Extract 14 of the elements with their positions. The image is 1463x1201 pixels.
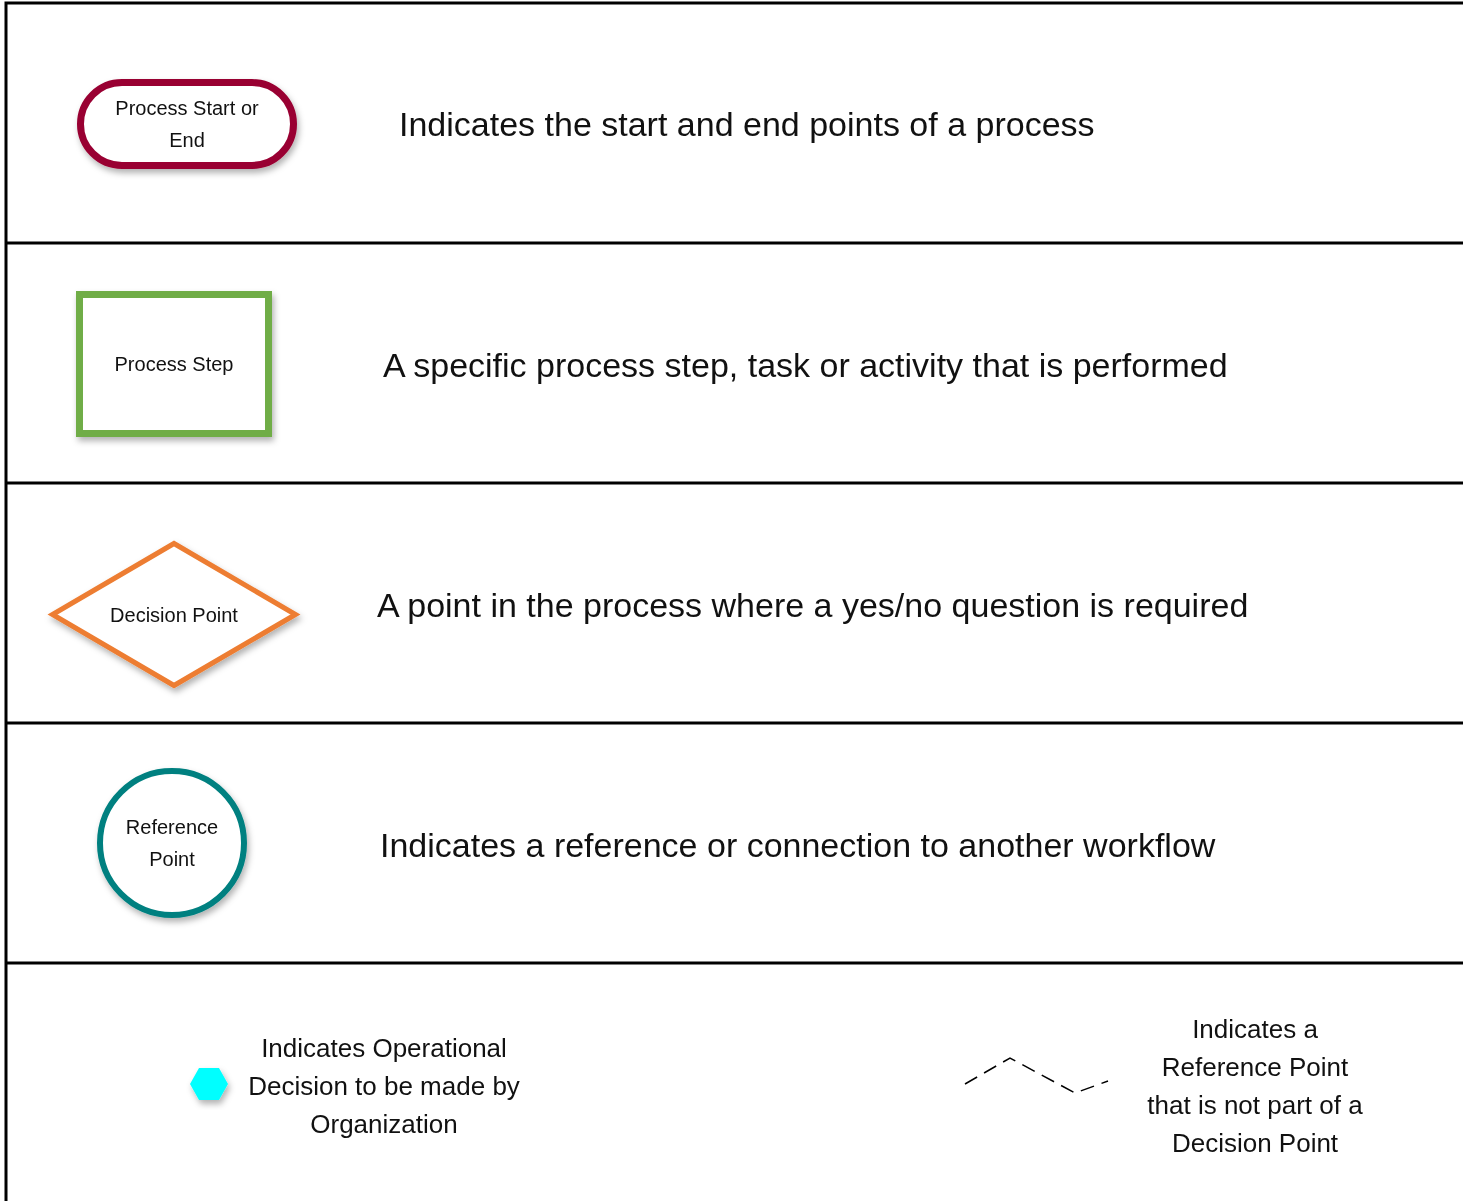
reference-circle bbox=[97, 768, 247, 918]
legend-text: Indicates Operational Decision to be made by Organization bbox=[247, 1032, 521, 1141]
shape-label: Process Step bbox=[113, 352, 235, 377]
description-text: Indicates a reference or connection to another workflow bbox=[380, 825, 1216, 865]
shape-label: Reference Point bbox=[124, 815, 220, 872]
decision-diamond bbox=[50, 541, 298, 688]
process-box bbox=[76, 291, 272, 437]
description-text: A point in the process where a yes/no question is required bbox=[377, 585, 1249, 625]
terminator-shape bbox=[77, 79, 297, 169]
shape-label: Process Start or End bbox=[114, 96, 260, 153]
description-text: Indicates the start and end points of a process bbox=[399, 104, 1095, 144]
description-text: A specific process step, task or activity that is performed bbox=[383, 345, 1228, 385]
shape-label: Decision Point bbox=[109, 602, 239, 628]
legend-text: Indicates a Reference Point that is not part of a Decision Point bbox=[1146, 1013, 1364, 1160]
